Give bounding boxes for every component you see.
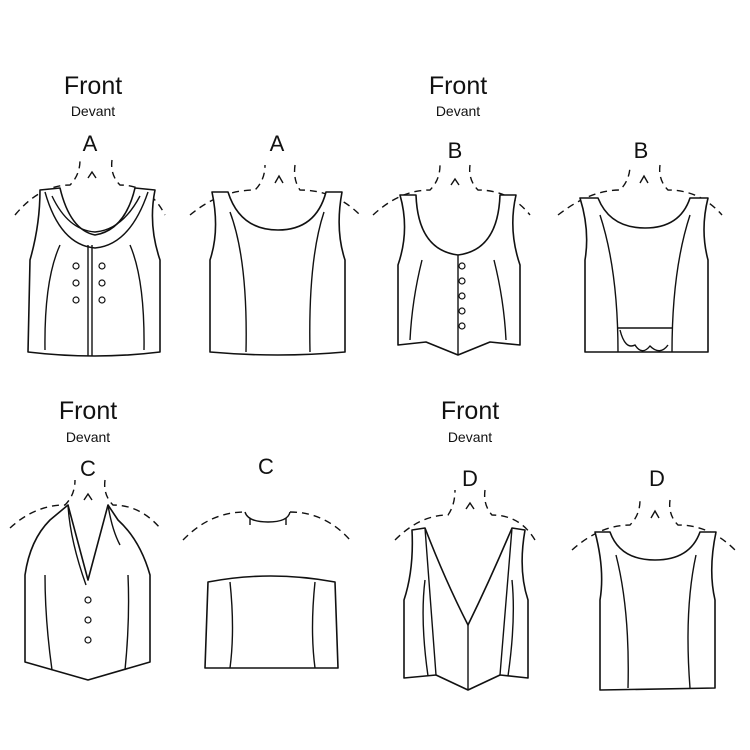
view-b-back-letter: B bbox=[634, 138, 649, 163]
view-a-front-letter: A bbox=[83, 131, 98, 156]
devant-label-a: Devant bbox=[71, 103, 115, 119]
vest-c-back-drawing bbox=[182, 511, 351, 669]
vest-d-front-drawing bbox=[394, 489, 536, 691]
view-a-back-letter: A bbox=[270, 131, 285, 156]
front-label-a: Front bbox=[64, 72, 122, 100]
view-c-back-letter: C bbox=[258, 454, 274, 479]
view-d-back-letter: D bbox=[649, 466, 665, 491]
vest-b-front-drawing bbox=[372, 164, 531, 356]
devant-label-c: Devant bbox=[66, 429, 110, 445]
devant-label-b: Devant bbox=[436, 103, 480, 119]
front-label-c: Front bbox=[59, 397, 117, 425]
vest-a-front-drawing bbox=[14, 159, 166, 357]
view-d-front-letter: D bbox=[462, 466, 478, 491]
view-b-front-letter: B bbox=[448, 138, 463, 163]
front-label-d: Front bbox=[441, 397, 499, 425]
vest-a-back-drawing bbox=[189, 164, 361, 356]
vest-d-back-drawing bbox=[571, 499, 736, 691]
devant-label-d: Devant bbox=[448, 429, 492, 445]
front-label-b: Front bbox=[429, 72, 487, 100]
vest-b-back-drawing bbox=[557, 164, 723, 353]
view-c-front-letter: C bbox=[80, 456, 96, 481]
vest-c-front-drawing bbox=[9, 479, 161, 681]
